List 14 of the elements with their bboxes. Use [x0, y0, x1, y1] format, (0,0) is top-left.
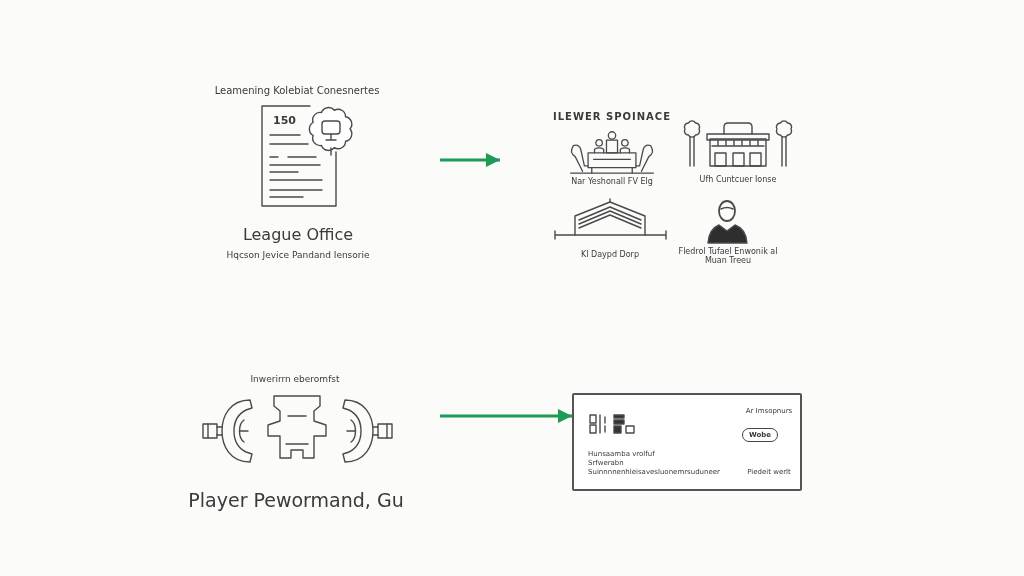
- subtitle: Hqcson Jevice Pandand Iensorie: [225, 250, 371, 261]
- number-label: 150: [273, 115, 297, 128]
- item-label: Kl Daypd Dorp: [580, 250, 640, 260]
- item-label: Ufh Cuntcuer Ionse: [698, 175, 778, 185]
- arc-title: ILEWER SPOINACE: [552, 111, 672, 123]
- card: [572, 393, 802, 491]
- item-label: Fledrol Tufael Enwonik al Muan Treeu: [678, 247, 778, 266]
- arc-title: Inwerirrn eberomfst: [249, 374, 341, 385]
- arrow: [440, 409, 572, 423]
- node-title: League Office: [241, 226, 355, 245]
- arrow: [440, 153, 500, 167]
- arc-title: Leamening Kolebiat Conesnertes: [213, 85, 381, 97]
- node-title: Player Pewormand, Gu: [187, 490, 405, 512]
- item-label: Nar Yeshonall FV Elg: [570, 177, 654, 187]
